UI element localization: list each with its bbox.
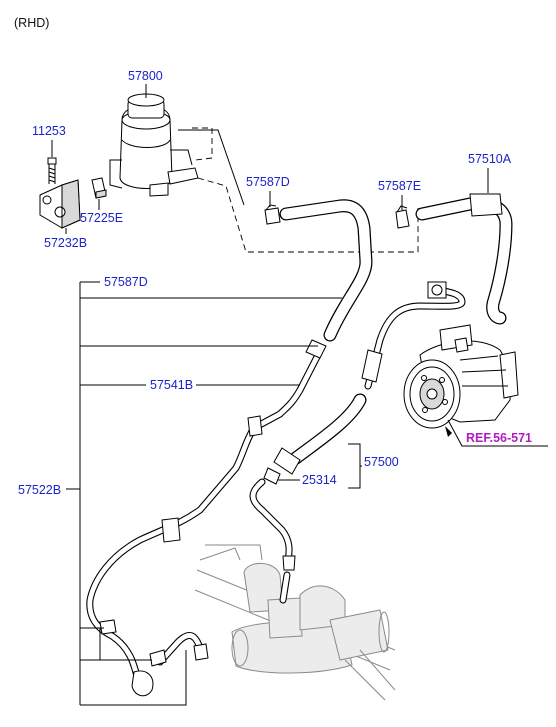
clamp-57587E <box>395 205 410 229</box>
bracket-57500 <box>348 443 361 489</box>
steering-gear-ghost <box>194 544 396 701</box>
routing-dash-2 <box>197 177 419 253</box>
part-label-57587E: 57587E <box>378 179 421 193</box>
reservoir-57800 <box>109 93 245 206</box>
routing-dash-1 <box>192 127 213 161</box>
part-label-57510A: 57510A <box>468 152 512 166</box>
hose-connector-57510A <box>469 193 503 217</box>
part-label-57587D-left: 57587D <box>104 275 148 289</box>
pressure-pipe-57500 <box>249 281 466 604</box>
part-label-25314: 25314 <box>302 473 337 487</box>
leader-57522B-c <box>80 650 187 706</box>
part-label-57800: 57800 <box>128 69 163 83</box>
part-label-57587D-top: 57587D <box>246 175 290 189</box>
clip-57225E <box>91 177 107 199</box>
bolt-11253 <box>47 157 57 184</box>
arrow-head-ref <box>445 426 452 437</box>
bracket-57232B <box>39 179 81 229</box>
leader-ref <box>447 419 548 447</box>
power-steering-pump <box>403 324 519 429</box>
part-label-57225E: 57225E <box>80 211 123 225</box>
ref-label: REF.56-571 <box>466 431 532 445</box>
return-pipe-57541B <box>86 339 327 697</box>
part-label-57232B: 57232B <box>44 236 87 250</box>
part-label-57500: 57500 <box>364 455 399 469</box>
clamp-57587D-top <box>264 204 281 225</box>
variant-label: (RHD) <box>14 16 49 30</box>
part-label-57541B: 57541B <box>150 378 193 392</box>
part-label-11253: 11253 <box>32 124 66 138</box>
part-label-57522B: 57522B <box>18 483 61 497</box>
